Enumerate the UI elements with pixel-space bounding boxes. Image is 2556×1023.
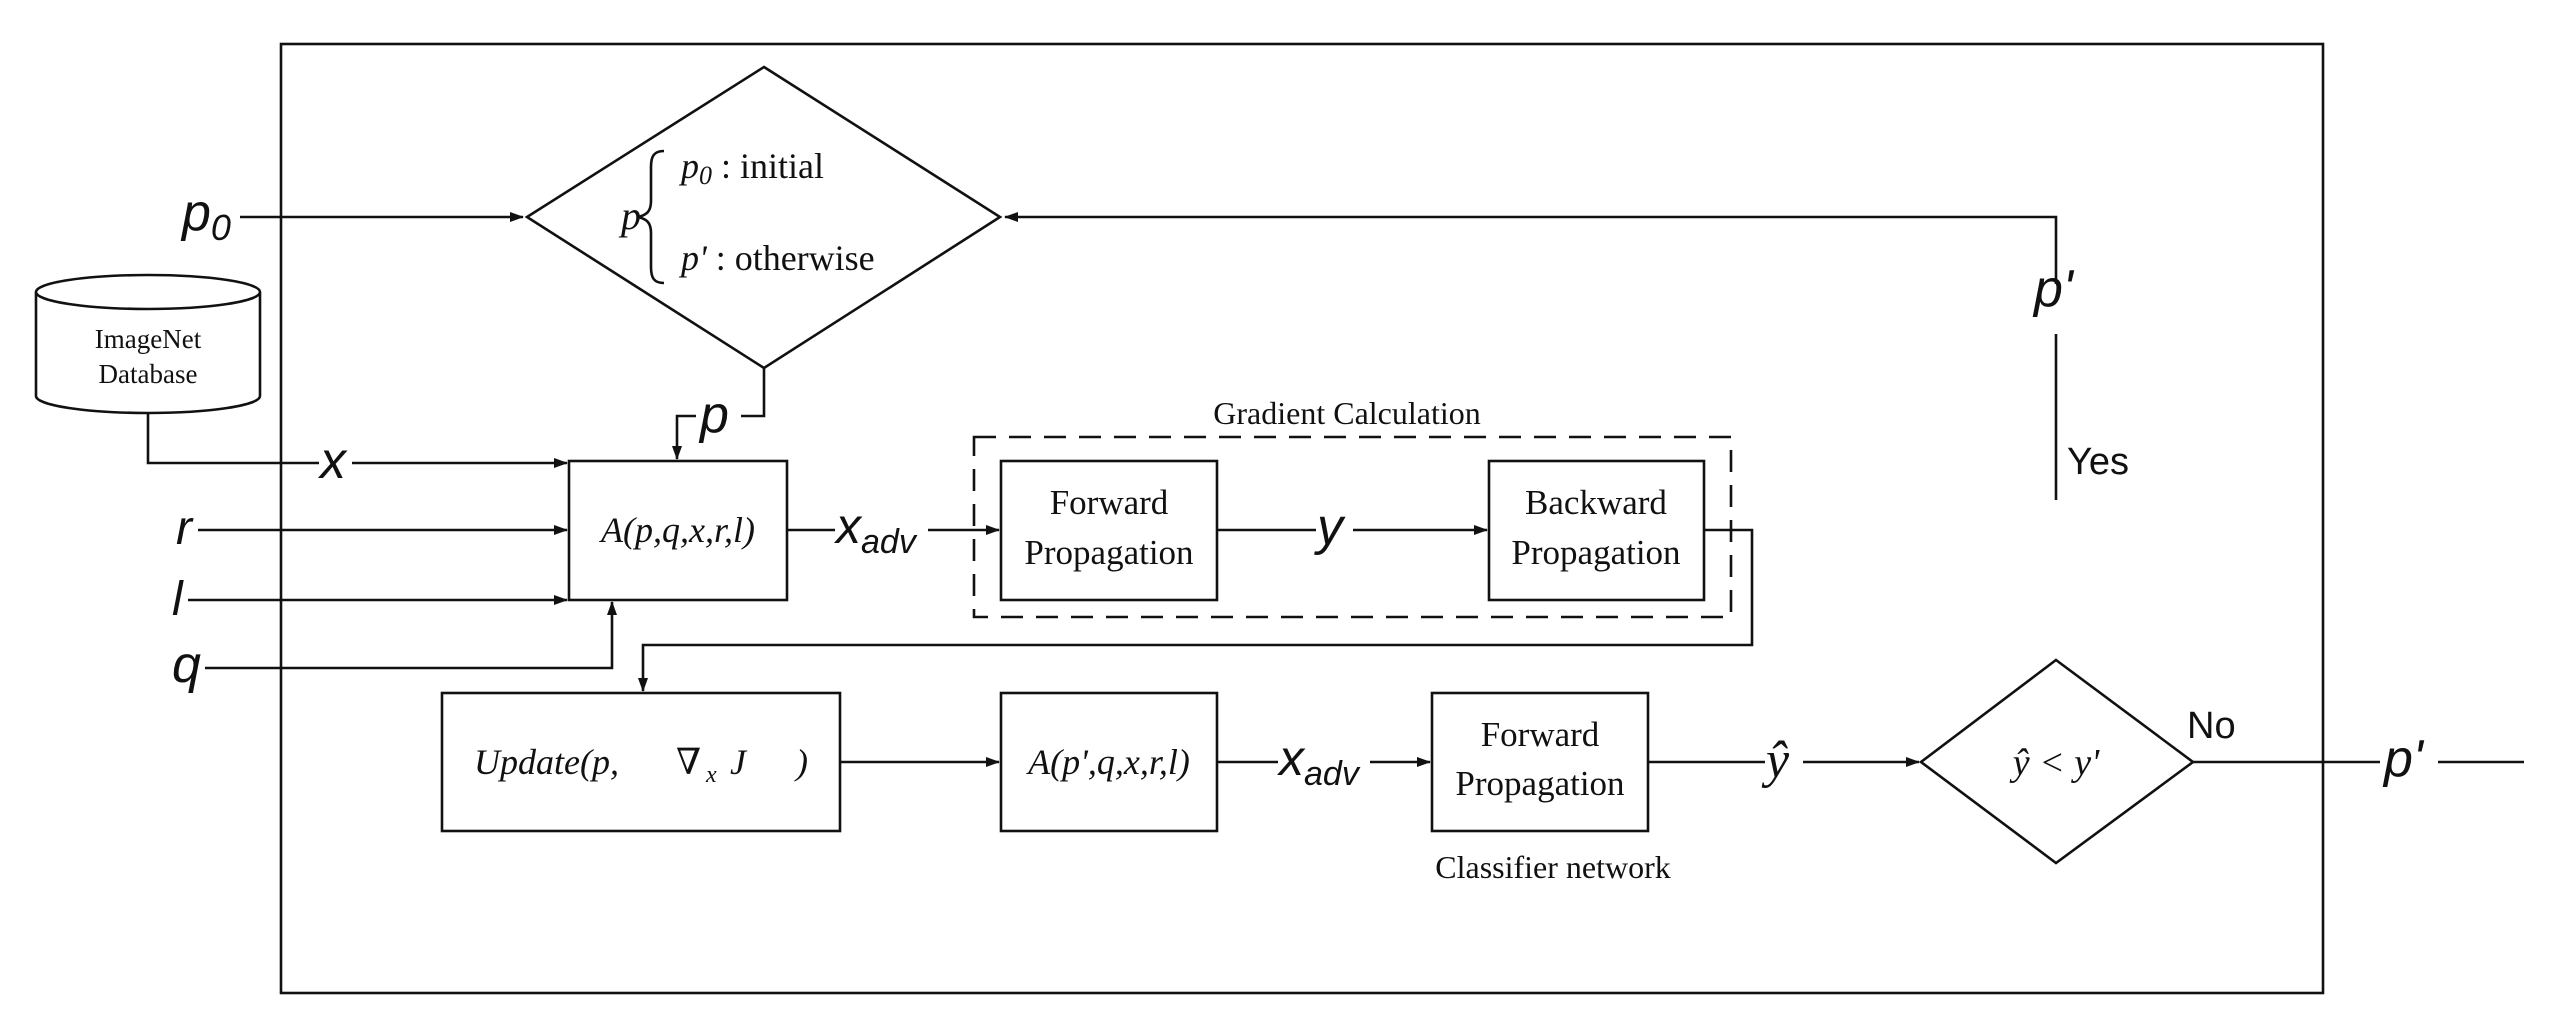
update-node: Update(p, ∇ x J ) [440, 691, 842, 833]
backward-propagation-line1: Backward [1525, 483, 1667, 522]
gradient-group-frame [972, 435, 1733, 619]
no-branch-label: No [2187, 705, 2236, 747]
gradient-group-title: Gradient Calculation [1213, 395, 1480, 431]
attack-box [567, 459, 789, 602]
edge-decision-to-p [741, 368, 766, 418]
attack-node: A(p,q,x,r,l) [567, 459, 789, 602]
edges [146, 212, 2524, 767]
x-adv-label-bottom: xadv [1277, 730, 1361, 793]
classifier-forward-line1: Forward [1481, 715, 1600, 754]
attack-updated-label: A(p',q,x,r,l) [1026, 742, 1190, 782]
imagenet-database: ImageNet Database [34, 273, 262, 415]
update-box [440, 691, 842, 833]
backward-propagation-box [1487, 459, 1706, 602]
decision-diamond [524, 65, 1003, 370]
decision-p-label: p [618, 193, 641, 238]
update-label-suffix: ) [794, 742, 808, 782]
database-label-line1: ImageNet [95, 324, 202, 354]
database-body [34, 292, 262, 415]
edge-backward-to-update [638, 528, 1754, 692]
update-label-prefix: Update(p, [474, 742, 619, 782]
forward-propagation-line1: Forward [1050, 483, 1169, 522]
classifier-network-group: Forward Propagation Classifier network [1430, 691, 1671, 885]
p0-input-label: p0 [180, 184, 231, 248]
l-input-label: l [172, 573, 184, 626]
y-output-label: y [1314, 498, 1346, 556]
attack-label: A(p,q,x,r,l) [599, 510, 755, 550]
edge-p-to-attack [672, 414, 696, 460]
database-top [34, 273, 262, 311]
nabla-symbol: ∇ [676, 742, 701, 782]
decision-p-node: p p0 : initial p' : otherwise [524, 65, 1003, 370]
decision-case-initial: p0 : initial [678, 146, 824, 190]
yes-branch-label: Yes [2067, 441, 2129, 483]
classifier-forward-box [1430, 691, 1650, 833]
classifier-forward-line2: Propagation [1455, 764, 1624, 803]
p-prime-loop-label: p' [2032, 260, 2075, 318]
gradient-subscript: x [705, 762, 717, 788]
r-input-label: r [176, 502, 194, 555]
backward-propagation-line2: Propagation [1511, 533, 1680, 572]
compare-diamond [1918, 658, 2196, 865]
x-input-label: x [317, 432, 348, 490]
compare-label: ŷ < y' [2009, 742, 2100, 784]
x-adv-label-top: xadv [834, 498, 918, 561]
y-hat-label: ŷ [1761, 732, 1790, 789]
edge-db-to-x [146, 413, 319, 465]
p-prime-output-label: p' [2382, 730, 2425, 788]
classifier-network-caption: Classifier network [1435, 849, 1671, 885]
edge-q-to-attack [205, 601, 617, 670]
forward-propagation-line2: Propagation [1024, 533, 1193, 572]
attack-updated-box [999, 691, 1219, 833]
q-input-label: q [172, 636, 201, 694]
forward-propagation-box [999, 459, 1219, 602]
edge-labels: p0 p x r l q xadv y xadv ŷ p' Yes No p' [172, 184, 2425, 793]
decision-brace [637, 149, 665, 285]
p-into-attack-label: p [698, 386, 729, 444]
gradient-calculation-group: Gradient Calculation Forward Propagation… [972, 395, 1733, 619]
edge-pprime-to-decision [1004, 212, 2058, 284]
compare-node: ŷ < y' [1918, 658, 2196, 865]
database-label-line2: Database [99, 359, 198, 389]
attack-updated-node: A(p',q,x,r,l) [999, 691, 1219, 833]
outer-frame [279, 42, 2325, 995]
decision-case-otherwise: p' : otherwise [678, 238, 875, 278]
loss-symbol: J [730, 742, 748, 782]
